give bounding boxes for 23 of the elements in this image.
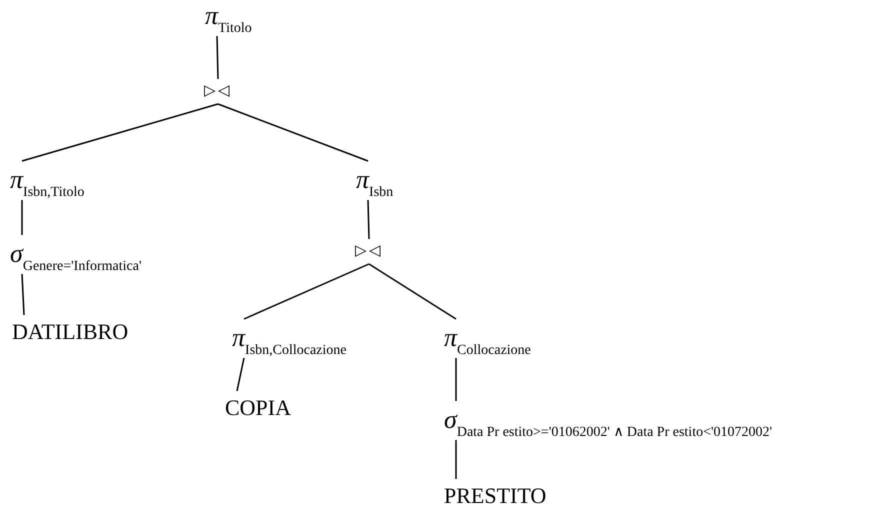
tree-edge xyxy=(367,200,370,240)
join-operator: ▷◁ xyxy=(204,82,232,101)
tree-edge xyxy=(21,274,25,316)
tree-edge xyxy=(21,200,23,235)
tree-edge xyxy=(455,440,457,479)
tree-edge xyxy=(368,263,456,320)
operator-label: σ$_{Data Pr estito>='01062002' ∧ Data Pr estito<'01072002'}$ xyxy=(444,404,772,436)
relation-name: PRESTITO xyxy=(444,482,546,510)
operator-label: π$_{Collocazione}$ xyxy=(444,322,531,354)
operator-label: π$_{Isbn,Titolo}$ xyxy=(10,164,84,196)
join-operator: ▷◁ xyxy=(355,242,383,261)
operator-label: π$_{Isbn}$ xyxy=(356,164,394,196)
tree-edge xyxy=(218,103,368,162)
tree-edge xyxy=(244,263,370,320)
operator-label: π$_{Isbn,Collocazione}$ xyxy=(232,322,347,354)
tree-edge xyxy=(236,358,245,392)
tree-edge xyxy=(455,358,457,401)
tree-edge xyxy=(22,103,218,162)
relation-name: COPIA xyxy=(225,394,292,422)
operator-label: σ$_{Genere='Informatica'}$ xyxy=(10,238,142,270)
tree-edge xyxy=(216,36,219,80)
operator-label: π$_{Titolo}$ xyxy=(205,0,252,32)
relation-name: DATILIBRO xyxy=(12,318,128,346)
